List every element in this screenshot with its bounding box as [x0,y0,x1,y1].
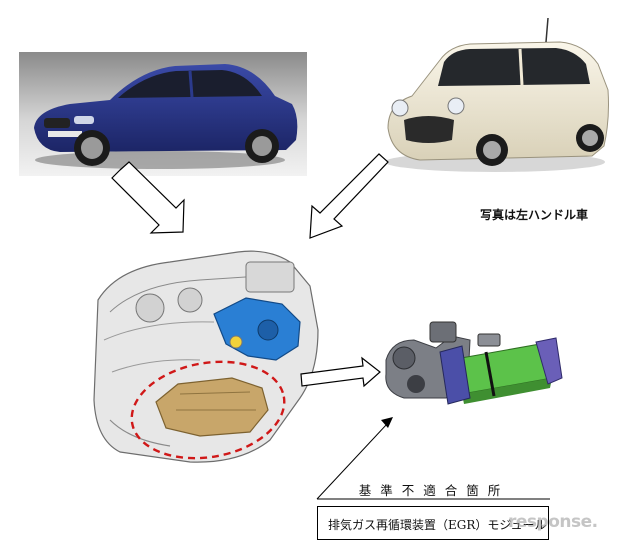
defect-label-box: 排気ガス再循環装置（EGR）モジュール [317,506,549,540]
arrow-left-car-to-engine [111,161,185,234]
response-watermark: response. [508,512,598,532]
bmw-sedan-photo [19,52,307,176]
pointer-to-defect-label [316,417,550,500]
egr-module-illustration [385,321,563,405]
engine-illustration [93,250,319,463]
arrow-engine-to-egr [300,356,381,388]
arrow-right-car-to-engine [309,153,389,239]
defect-heading: 基準不適合箇所 [358,483,510,498]
left-hand-drive-note: 写真は左ハンドル車 [480,208,589,222]
defect-item-label: 排気ガス再循環装置（EGR）モジュール [328,518,547,532]
mini-hatchback-photo [385,17,609,172]
